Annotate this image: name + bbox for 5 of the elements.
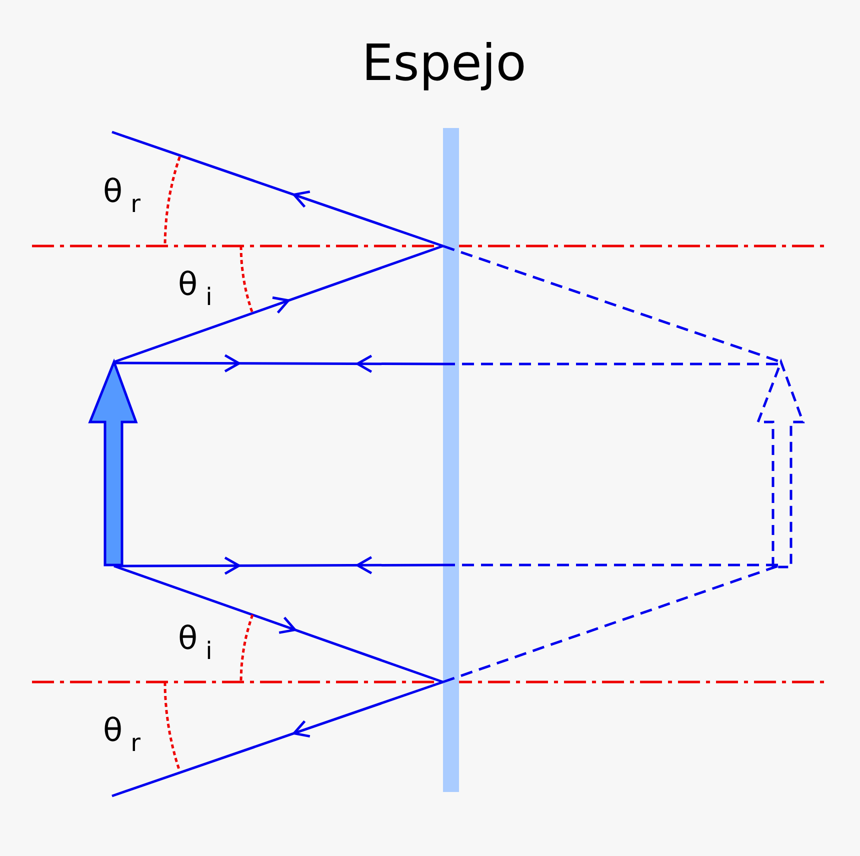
angle-label: θ$_{r}$: [103, 175, 140, 216]
angle-label: θ$_{r}$: [103, 714, 140, 755]
angle-label: θ$_{i}$: [178, 268, 212, 309]
angle-label: θ$_{i}$: [178, 622, 212, 663]
title: Espejo: [360, 38, 528, 88]
